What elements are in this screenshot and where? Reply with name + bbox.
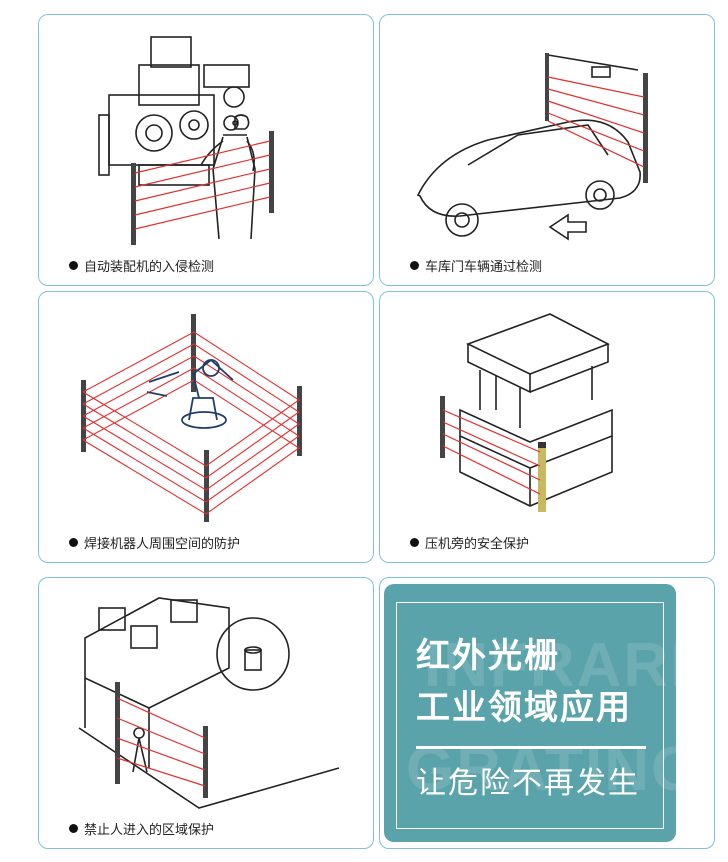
card-assembly-machine: 自动装配机的入侵检测: [38, 14, 374, 286]
light-curtain-beams: [134, 140, 271, 230]
caption: 车库门车辆通过检测: [410, 256, 542, 275]
caption-text: 车库门车辆通过检测: [425, 260, 543, 275]
bullet-icon: [69, 261, 78, 270]
promo-title-line2: 工业领域应用: [416, 688, 632, 728]
caption-text: 自动装配机的入侵检测: [84, 260, 215, 275]
restricted-zone-illustration: [78, 597, 340, 809]
caption-text: 禁止人进入的区域保护: [84, 823, 215, 838]
press-machine-illustration: [440, 313, 613, 512]
card-press-machine: 压机旁的安全保护: [379, 291, 715, 563]
light-curtain-beams: [81, 331, 300, 515]
card-restricted-zone: 禁止人进入的区域保护: [38, 577, 374, 849]
bullet-icon: [69, 538, 78, 547]
light-curtain-beams: [442, 409, 541, 495]
promo-panel: INFRARED GRATING 红外光栅 工业领域应用 让危险不再发生: [384, 584, 676, 842]
promo-subtitle: 让危险不再发生: [416, 766, 640, 801]
promo-card: INFRARED GRATING 红外光栅 工业领域应用 让危险不再发生: [379, 577, 715, 849]
promo-title-line1: 红外光栅: [416, 636, 560, 676]
caption: 压机旁的安全保护: [410, 533, 529, 552]
caption-text: 焊接机器人周围空间的防护: [84, 537, 241, 552]
bullet-icon: [410, 538, 419, 547]
bullet-icon: [410, 261, 419, 270]
garage-door-illustration: [416, 53, 648, 241]
welding-robot-illustration: [81, 314, 302, 522]
caption: 焊接机器人周围空间的防护: [69, 533, 240, 552]
caption: 禁止人进入的区域保护: [69, 819, 214, 838]
watermark-line1: INFRARED: [424, 631, 676, 700]
light-curtain-beams: [116, 697, 206, 787]
card-welding-robot: 焊接机器人周围空间的防护: [38, 291, 374, 563]
bullet-icon: [69, 824, 78, 833]
caption-text: 压机旁的安全保护: [425, 537, 530, 552]
promo-frame: [396, 602, 664, 829]
caption: 自动装配机的入侵检测: [69, 256, 214, 275]
assembly-machine-illustration: [98, 36, 274, 245]
promo-divider: [416, 746, 646, 749]
card-garage-door: 车库门车辆通过检测: [379, 14, 715, 286]
light-curtain-beams: [547, 76, 645, 168]
